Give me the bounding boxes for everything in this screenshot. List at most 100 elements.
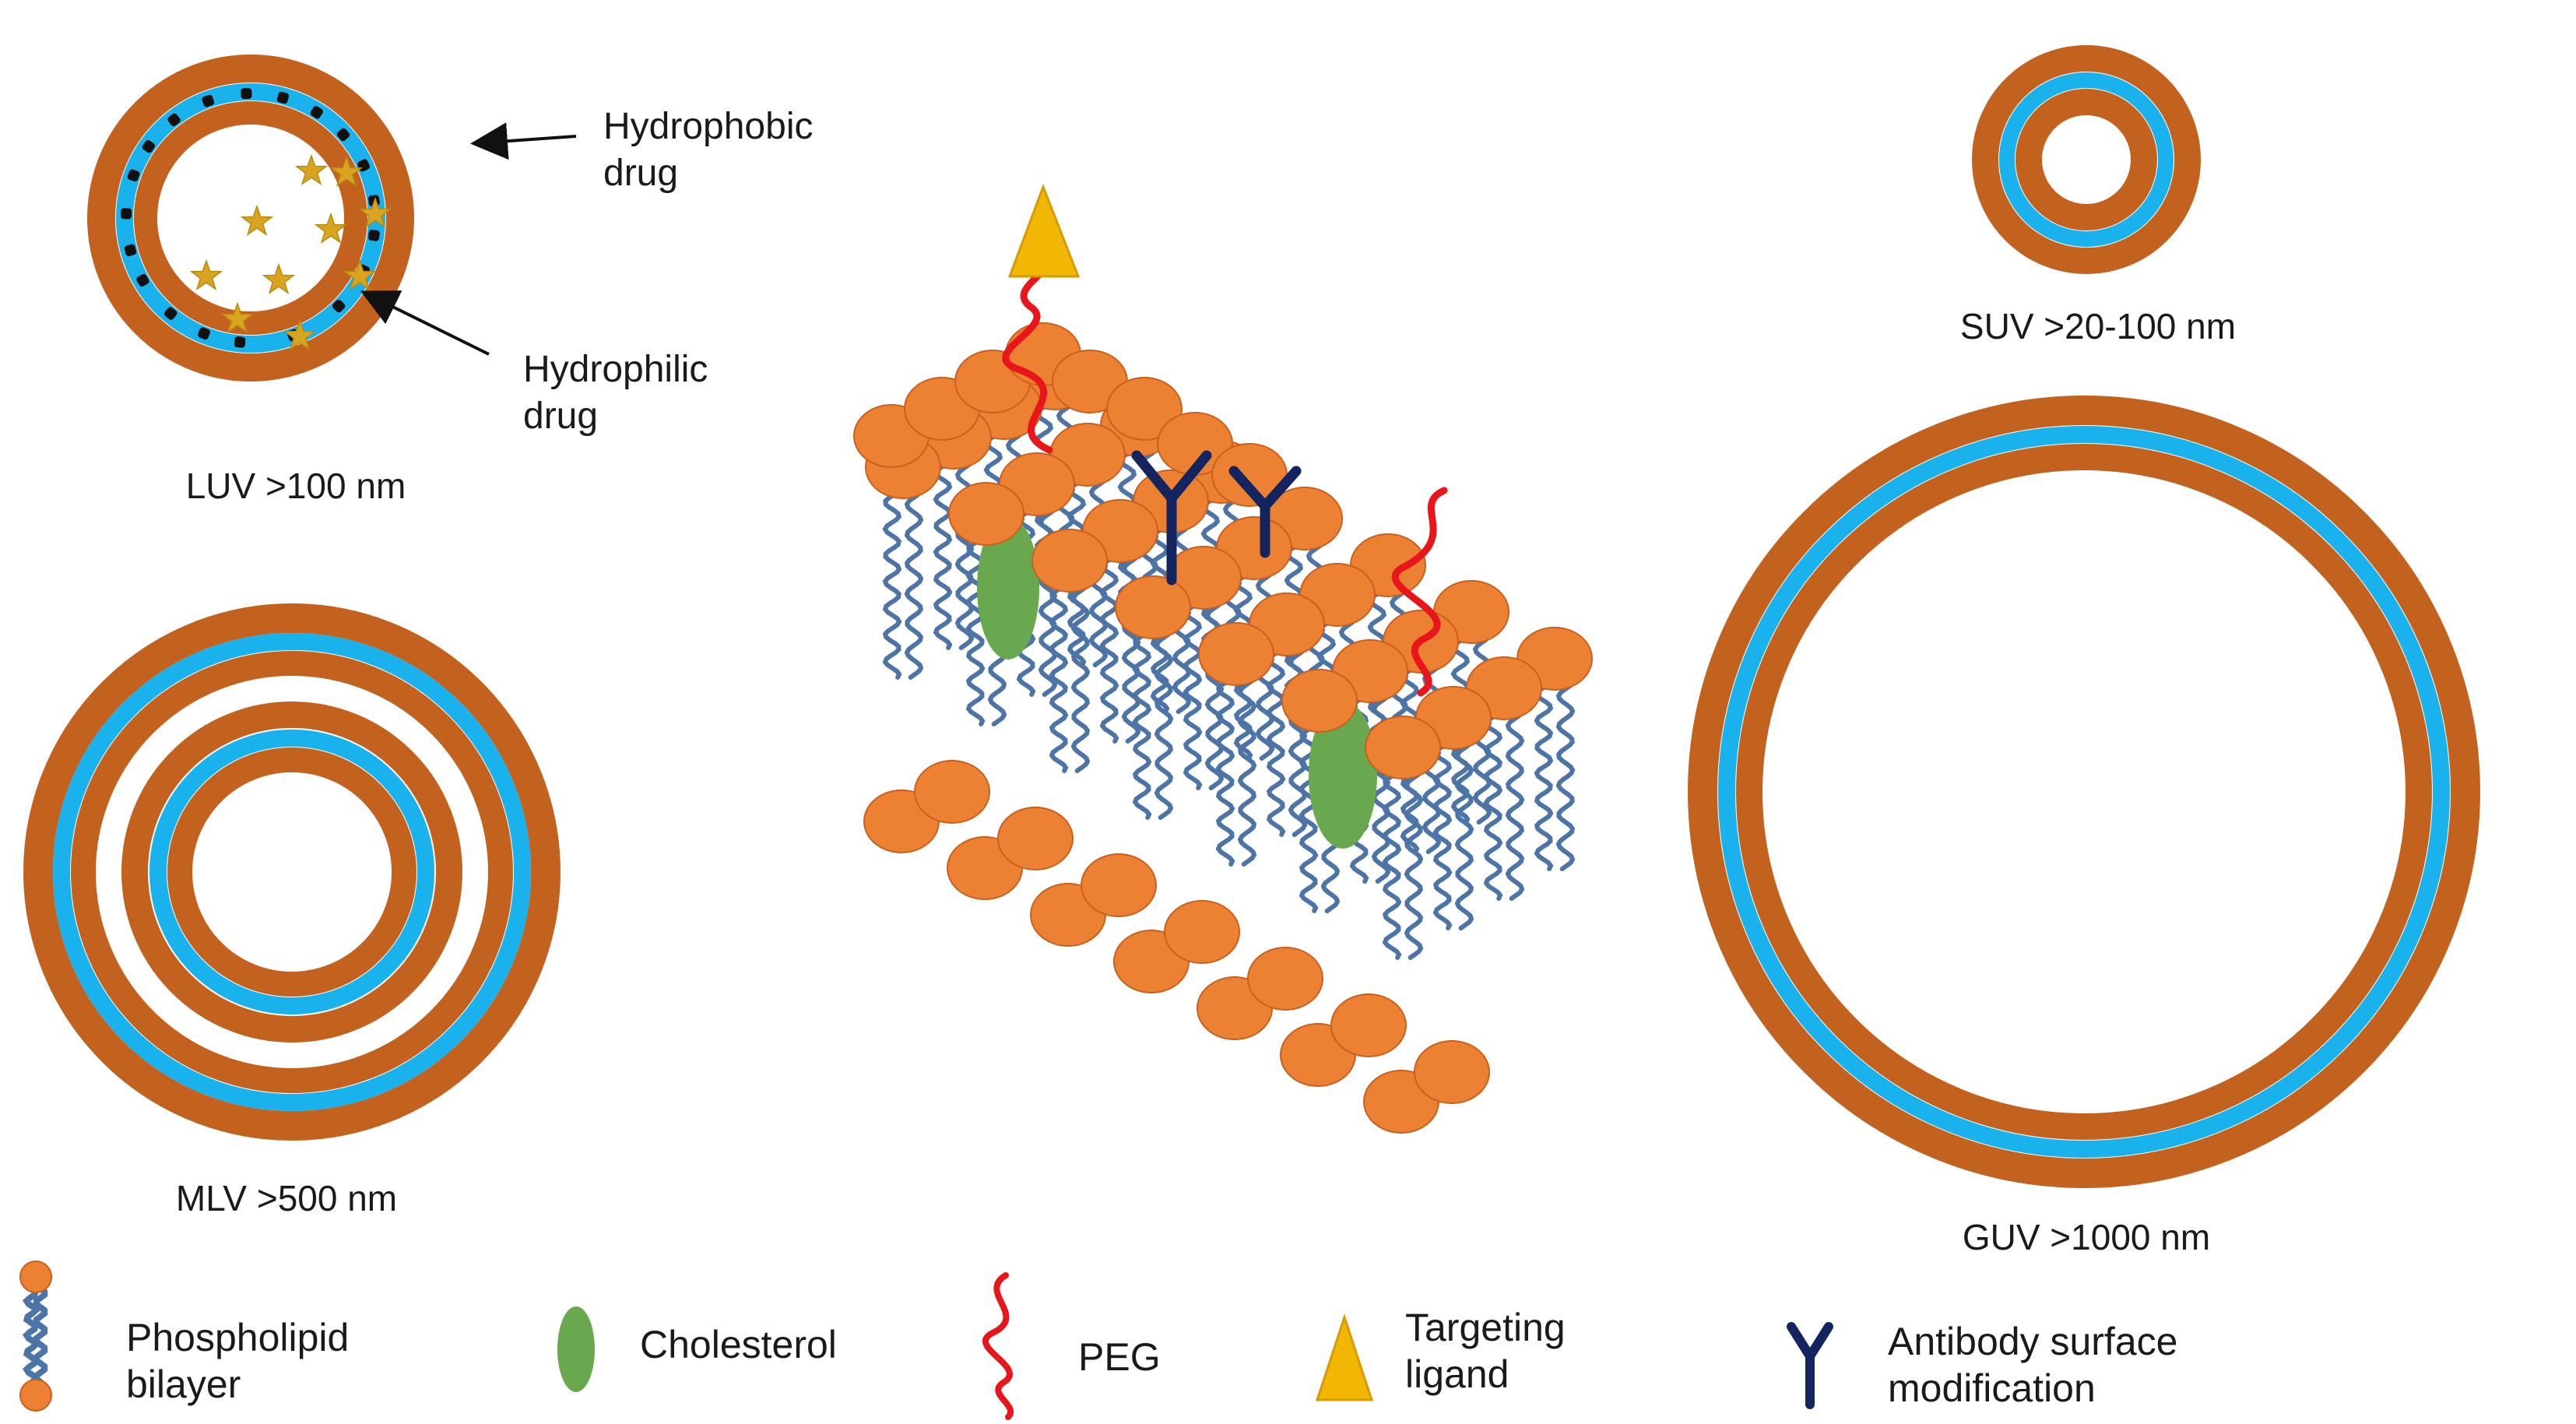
mlv-ring-1-brown [23,603,561,1141]
suv-inner-brown-ring [2015,89,2157,230]
lipid-head-icon [1081,853,1157,917]
hydrophobic-dot-icon [336,128,350,142]
legend-phospholipid-label-1: Phospholipid [126,1316,349,1359]
drug-star-icon [262,262,296,295]
hydrophobic-arrow [470,122,577,160]
lipid-tail [1505,701,1525,901]
hydrophobic-dot-icon [163,307,177,320]
hydrophobic-dot-icon [202,94,215,107]
hydrophobic-dot-icon [332,299,346,313]
hydrophilic-label-2: drug [523,396,598,437]
suv-vesicle [1972,45,2201,274]
legend-peg-label: PEG [1078,1335,1161,1379]
lipid-tail [1070,574,1091,773]
lipid-head-icon [914,760,990,824]
legend-lipid-tail [22,1285,40,1385]
hydrophobic-dot-icon [167,113,181,127]
hydrophilic-arrow [360,290,490,356]
lipid-head-icon [948,482,1024,546]
hydrophobic-dot-icon [276,91,290,104]
mlv-vesicle [23,603,561,1141]
lipid-tail [1404,761,1424,960]
antibody-icon [1787,1322,1833,1409]
guv-inner-brown-ring [1736,444,2432,1140]
lipid-head-icon [1106,377,1183,441]
lipid-tail [1266,638,1286,837]
lipid-heads-bottom-leaflet [863,760,1490,1134]
hydrophobic-dot-icon [142,140,156,153]
suv-blue-ring [1999,72,2174,247]
mlv-ring-1-blue [53,633,531,1111]
luv-caption: LUV >100 nm [186,466,406,506]
hydrophilic-drug-stars [189,153,392,351]
cholesterol-right [1309,701,1377,849]
luv-inner-brown-ring [134,101,367,335]
lipid-head-icon [1365,716,1441,779]
drug-star-icon [358,196,392,229]
suv-caption: SUV >20-100 nm [1960,306,2236,346]
hydrophobic-dot-icon [124,244,137,257]
lipid-tail [1215,667,1235,867]
mlv-ring-3-blue [149,730,434,1014]
ligand-icon [1315,1313,1374,1401]
lipid-head-icon [1330,993,1407,1057]
lipid-head-icon [1198,622,1274,686]
legend-antibody-label-2: modification [1888,1366,2096,1410]
lipid-tail [882,480,902,680]
lipid-head-icon [1115,575,1191,639]
hydrophobic-dot-icon [241,87,252,100]
drug-star-icon [314,212,348,244]
lipid-tail [1555,672,1576,871]
drug-star-icon [294,153,329,186]
lipid-tail [1099,544,1119,744]
lipid-head-icon [1247,947,1323,1011]
lipid-head-icon [997,807,1074,870]
hydrophobic-dot-icon [234,336,246,348]
lipid-heads-top-leaflet [853,322,1593,779]
legend-ligand-label-2: ligand [1405,1352,1509,1396]
lipid-tail [1432,731,1453,930]
lipid-head-icon [1414,1040,1490,1104]
legend: Phospholipid bilayer Cholesterol PEG Tar… [19,1261,2177,1420]
peg-chain-top [1002,253,1053,454]
legend-antibody-label-1: Antibody surface [1888,1320,2177,1363]
hydrophobic-dot-icon [368,229,380,241]
lipid-tail [1237,667,1257,867]
lipid-tail [1132,621,1152,820]
antibody-1 [1131,450,1212,585]
mlv-ring-3-brown [121,701,462,1043]
hydrophobic-label-1: Hydrophobic [603,106,813,147]
hydrophobic-dot-icon [310,106,323,119]
mlv-caption: MLV >500 nm [176,1178,397,1218]
luv-vesicle [87,54,414,381]
cholesterol-icon [557,1306,595,1392]
mlv-ring-2-brown [71,651,513,1093]
legend-ligand-label-1: Targeting [1405,1306,1566,1349]
cholesterol-left [977,516,1039,659]
peg-chain-right [1391,487,1448,697]
hydrophobic-dot-icon [120,208,132,220]
legend-phospholipid-label-2: bilayer [126,1362,241,1406]
guv-outer-brown-ring [1688,396,2480,1188]
hydrophobic-dot-icon [198,327,211,340]
phospholipid-bilayer-icon [19,1261,52,1412]
lipid-tail [1154,621,1174,820]
drug-star-icon [240,204,274,237]
luv-outer-brown-ring [87,54,414,381]
peg-icon [982,1272,1014,1420]
guv-blue-ring [1718,426,2450,1158]
mlv-ring-4-brown [167,747,416,997]
bilayer-schematic [853,183,1593,1134]
lipid-tail [1454,731,1474,930]
antibody-2 [1228,466,1302,558]
hydrophobic-label-2: drug [603,153,678,194]
hydrophobic-dot-icon [136,273,149,287]
guv-caption: GUV >1000 nm [1963,1217,2210,1257]
drug-star-icon [343,258,377,291]
drug-star-icon [283,318,317,351]
targeting-ligand-triangle [1007,183,1081,278]
lipid-head-icon [1164,900,1240,964]
lipid-head-icon [19,1261,52,1293]
lipid-tail [1382,761,1402,960]
